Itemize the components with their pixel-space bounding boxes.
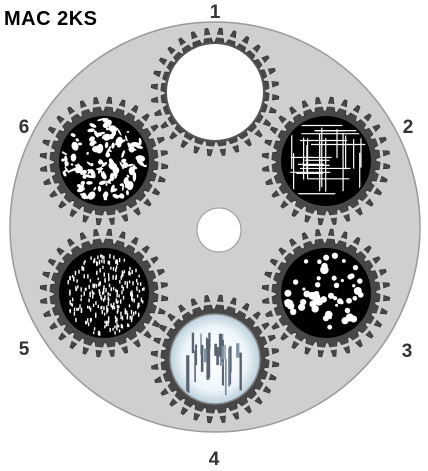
gobo-6-label: 6 — [14, 117, 34, 139]
gobo-3-dots — [281, 248, 371, 338]
center-hole — [197, 208, 241, 252]
gobo-2-label: 2 — [398, 117, 418, 139]
gobo-1-label: 1 — [205, 2, 225, 24]
page-title: MAC 2KS — [4, 8, 98, 31]
gobo-4-glass — [170, 314, 260, 404]
gobo-3-label: 3 — [397, 341, 417, 363]
gobo-5-label: 5 — [14, 339, 34, 361]
gobo-4-label: 4 — [204, 449, 224, 471]
gobo-1-open — [166, 43, 264, 141]
gobo-5-dense-dots — [59, 248, 149, 338]
